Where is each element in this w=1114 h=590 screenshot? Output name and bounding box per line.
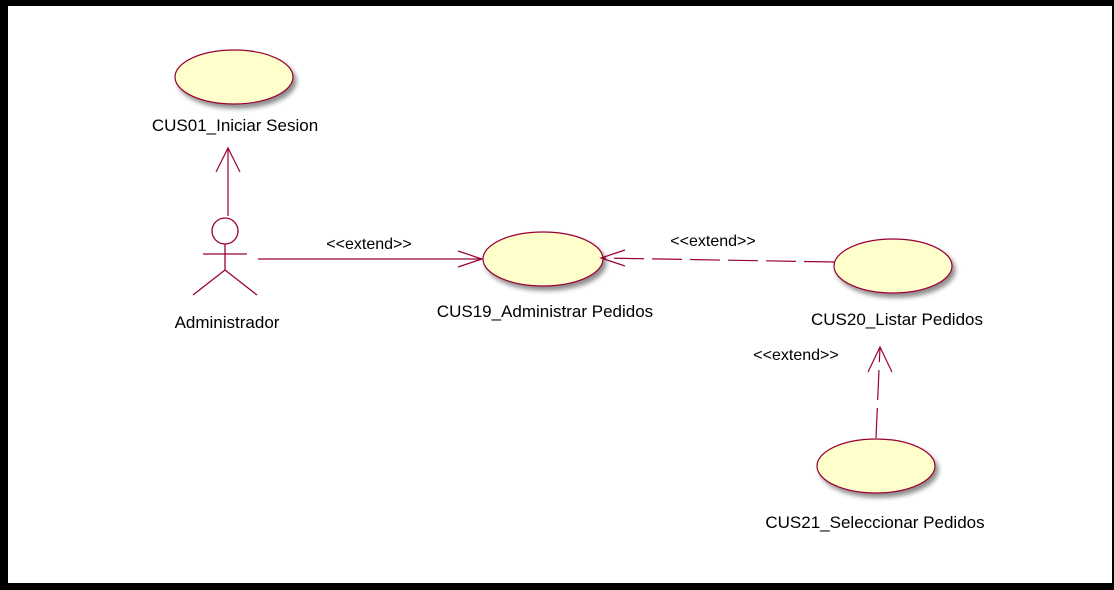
use-case-ellipse-cus20[interactable] <box>833 238 953 294</box>
use-case-label-cus01: CUS01_Iniciar Sesion <box>152 116 318 135</box>
extend-cus20-cus19 <box>599 249 835 267</box>
stereotype-label-cus20-cus19: <<extend>> <box>670 233 755 250</box>
actor-label-administrador: Administrador <box>175 313 280 332</box>
use-case-ellipse-cus19[interactable] <box>482 231 604 287</box>
stereotype-label-admin-cus19: <<extend>> <box>326 236 411 253</box>
association-admin-cus01 <box>215 146 241 216</box>
use-case-ellipse-cus21[interactable] <box>816 438 936 494</box>
use-case-ellipse-cus01[interactable] <box>174 49 294 105</box>
actor-administrador-figure[interactable] <box>192 217 258 296</box>
use-case-label-cus21: CUS21_Seleccionar Pedidos <box>765 513 984 532</box>
association-admin-cus19 <box>258 250 484 268</box>
use-case-label-cus20: CUS20_Listar Pedidos <box>811 310 983 329</box>
extend-cus21-cus20 <box>867 345 893 439</box>
use-case-label-cus19: CUS19_Administrar Pedidos <box>437 302 653 321</box>
stereotype-label-cus21-cus20: <<extend>> <box>753 347 838 364</box>
